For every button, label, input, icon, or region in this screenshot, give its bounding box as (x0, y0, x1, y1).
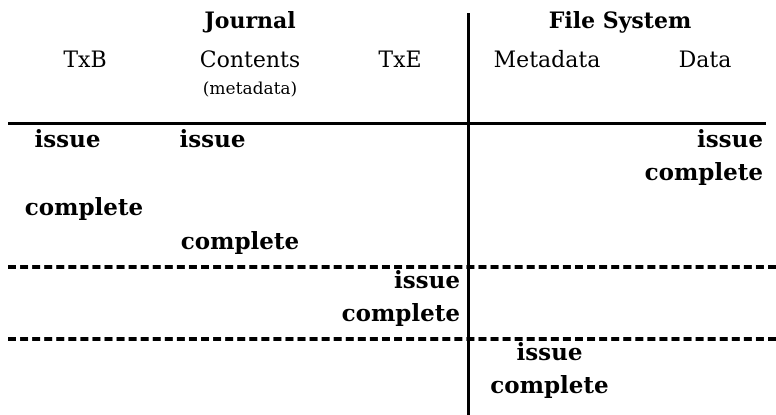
column-header-txe: TxE (378, 48, 422, 73)
cell-contents-issue: issue (179, 126, 246, 153)
column-header-contents-sublabel: (metadata) (202, 79, 298, 99)
cell-data-complete: complete (644, 159, 763, 186)
row-separator-dashed-1 (8, 265, 776, 269)
cell-txe-issue: issue (394, 267, 460, 294)
group-divider-vertical-rule (467, 13, 470, 415)
cell-txe-complete: complete (341, 300, 460, 327)
cell-txb-issue: issue (34, 126, 101, 153)
column-header-metadata: Metadata (493, 48, 601, 73)
column-header-contents: Contents (199, 48, 301, 73)
column-header-data: Data (678, 48, 732, 73)
header-separator-rule (8, 122, 766, 125)
group-header-file-system: File System (548, 8, 692, 34)
cell-metadata-issue: issue (516, 339, 583, 366)
cell-metadata-complete: complete (490, 372, 609, 399)
row-separator-dashed-2 (8, 337, 776, 341)
group-header-journal: Journal (204, 8, 296, 34)
column-header-txb: TxB (63, 48, 107, 73)
cell-contents-complete: complete (180, 228, 300, 255)
cell-txb-complete: complete (24, 194, 144, 221)
cell-data-issue: issue (697, 126, 763, 153)
